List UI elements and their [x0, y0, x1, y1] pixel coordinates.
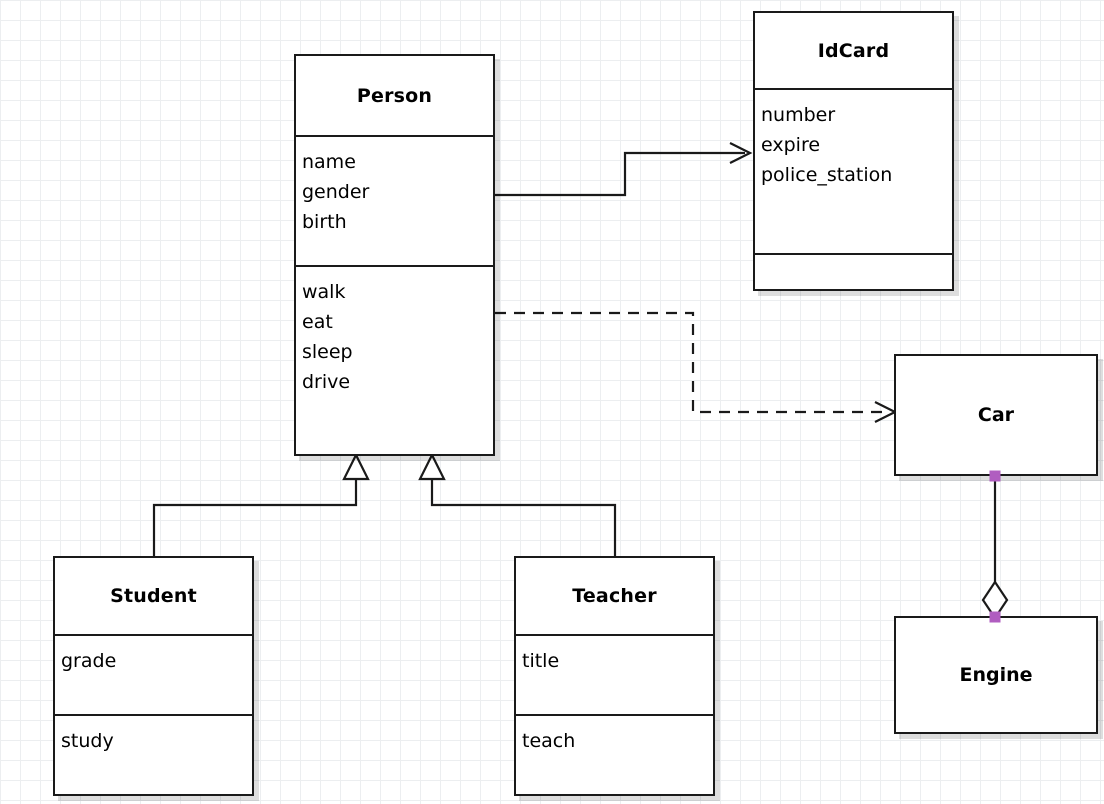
attribute: name: [302, 151, 356, 173]
hollow-triangle-icon: [342, 452, 370, 481]
edge-teacher-person[interactable]: [418, 452, 617, 556]
class-name-student: Student: [110, 585, 197, 607]
class-methods-student: study: [55, 714, 252, 794]
method: walk: [302, 281, 346, 303]
class-name-teacher: Teacher: [572, 585, 657, 607]
class-name-car: Car: [977, 404, 1015, 426]
class-attributes-student: grade: [55, 634, 252, 714]
method: sleep: [302, 341, 353, 364]
class-attributes-person: name gender birth: [296, 135, 493, 265]
class-box-teacher[interactable]: Teacher title teach: [514, 556, 715, 796]
edge-handle-car-end[interactable]: [989, 470, 1001, 482]
class-box-engine[interactable]: Engine: [894, 616, 1098, 734]
method: eat: [302, 311, 333, 334]
attribute: title: [522, 650, 560, 672]
attribute: gender: [302, 181, 370, 204]
class-box-idcard[interactable]: IdCard number expire police_station: [753, 11, 954, 291]
attribute: grade: [61, 650, 117, 672]
class-name-person: Person: [356, 84, 433, 107]
method: drive: [302, 371, 351, 394]
attribute: birth: [302, 211, 347, 234]
attribute: number: [761, 104, 836, 126]
class-name-engine: Engine: [959, 664, 1033, 686]
edge-person-idcard[interactable]: [495, 142, 753, 197]
class-attributes-teacher: title: [516, 634, 713, 714]
class-attributes-idcard: number expire police_station: [755, 88, 952, 253]
edge-student-person[interactable]: [152, 452, 370, 556]
class-methods-person: walk eat sleep drive: [296, 265, 493, 454]
class-methods-idcard: [755, 253, 952, 289]
class-methods-teacher: teach: [516, 714, 713, 794]
class-name-idcard: IdCard: [817, 39, 890, 62]
class-box-car[interactable]: Car: [894, 354, 1098, 476]
open-arrow-icon: [874, 401, 898, 423]
attribute: expire: [761, 134, 821, 157]
edge-car-engine[interactable]: [981, 476, 1009, 620]
attribute: police_station: [761, 164, 893, 187]
class-box-person[interactable]: Person name gender birth walk eat sleep …: [294, 54, 495, 456]
edge-handle-engine-end[interactable]: [989, 611, 1001, 623]
method: study: [61, 730, 114, 752]
edge-person-car[interactable]: [495, 311, 898, 423]
hollow-triangle-icon: [418, 452, 446, 481]
open-arrow-icon: [729, 142, 753, 164]
class-box-student[interactable]: Student grade study: [53, 556, 254, 796]
method: teach: [522, 730, 576, 752]
